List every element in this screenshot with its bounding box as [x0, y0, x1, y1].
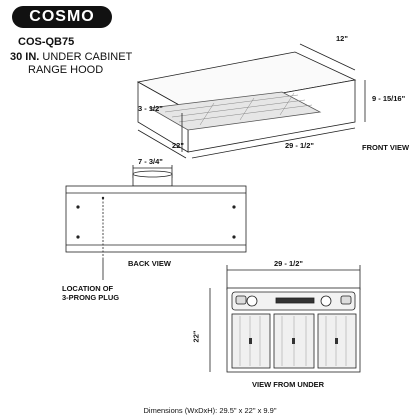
duct-outlet-top [132, 170, 173, 178]
display-panel [275, 297, 315, 304]
hood-side-face [137, 81, 189, 153]
light-right [340, 295, 352, 305]
back-view-caption: BACK VIEW [128, 259, 171, 268]
product-size: 30 IN. [10, 51, 40, 63]
light-left [235, 295, 247, 305]
knob-left-icon [246, 295, 258, 307]
cosmo-logo: COSMO [12, 6, 112, 28]
dim-line-depth [137, 129, 187, 159]
dim-under-width: 29 - 1/2" [274, 259, 303, 268]
under-view-caption: VIEW FROM UNDER [252, 380, 325, 389]
dim-line-width [191, 127, 356, 159]
front-view-drawing [136, 43, 366, 159]
product-title-rest: UNDER CABINET [42, 51, 133, 63]
dim-height: 9 - 15/16" [372, 94, 406, 103]
mounting-holes [76, 196, 236, 239]
front-view-caption: FRONT VIEW [362, 143, 410, 152]
hood-filter-lines [164, 92, 313, 126]
dim-width: 29 - 1/2" [285, 141, 314, 150]
back-view-drawing [65, 165, 247, 280]
back-panel [65, 185, 247, 253]
model-number: COS-QB75 [18, 36, 75, 48]
dim-front-height: 3 - 1/2" [138, 104, 163, 113]
plug-label-line2: 3-PRONG PLUG [62, 293, 120, 302]
dim-line-depth-top [299, 43, 356, 71]
dimensions-footer: Dimensions (WxDxH): 29.5" x 22" x 9.9" [143, 406, 277, 415]
dim-under-depth: 22" [191, 330, 201, 343]
knob-right-icon [320, 295, 332, 307]
product-title-line1: 30 IN. UNDER CABINET [10, 51, 132, 63]
filter-handles [249, 338, 338, 344]
under-view-drawing [209, 265, 361, 373]
dim-duct: 7 - 3/4" [138, 157, 163, 166]
dim-depth: 22" [172, 141, 184, 150]
dim-depth-top: 12" [336, 34, 348, 43]
plug-label-line1: LOCATION OF [62, 284, 114, 293]
product-title-line2: RANGE HOOD [28, 64, 104, 76]
